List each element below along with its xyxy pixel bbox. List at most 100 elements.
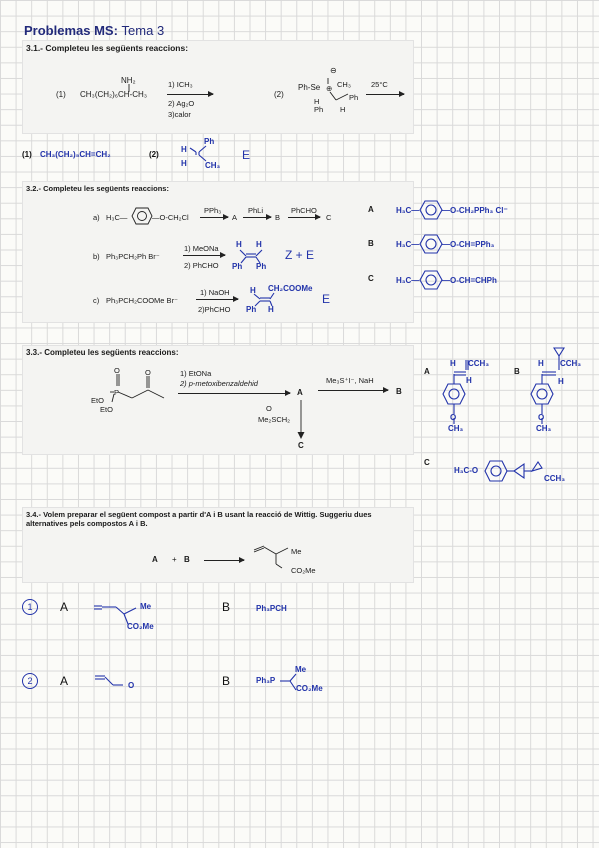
reaction-c-isomer: E [322, 292, 331, 306]
alternative-2-A-structure [95, 675, 123, 686]
reaction-2-arrow [366, 91, 405, 97]
reaction-2-phse: Ph-Se [298, 83, 321, 92]
phosphonate-o-1: O [114, 366, 120, 375]
alternative-2-A-o: O [128, 681, 135, 690]
answer-32-A-benzene [419, 200, 443, 220]
product-co2me: CO₂Me [291, 566, 316, 575]
reaction-c-ch2coome: CH₂COOMe [268, 284, 313, 293]
reaction-33-C: C [298, 441, 304, 450]
answer-2-ch3: CH₃ [205, 161, 221, 170]
answer-32-B-right: —O-CH=PPh₃ [442, 240, 495, 249]
section-3-3-box [22, 345, 414, 455]
reaction-33-step-2: 2) p-metoxibenzaldehid [180, 379, 258, 388]
product-diene [253, 545, 289, 569]
answer-32-B-left: H₃C— [396, 240, 420, 249]
answer-33-A-structure [442, 360, 469, 424]
answer-2-alkene [189, 145, 207, 162]
reaction-b-step-1: 1) MeONa [184, 244, 219, 253]
answer-32-A-left: H₃C— [396, 206, 420, 215]
answer-33-A-ch3: CH₃ [448, 424, 464, 433]
reaction-b-ph-2: Ph [256, 262, 267, 271]
reaction-2-plus: ⊕ [326, 84, 333, 93]
page-title: Problemas MS: Tema 3 [24, 23, 164, 38]
reaction-1-substrate: CH₃(CH₂)₆CH-CH₃ [80, 90, 148, 99]
answer-32-B-benzene [419, 234, 443, 254]
reaction-2-skeleton [327, 78, 349, 101]
answer-1-label: (1) [22, 150, 32, 159]
alternative-2-B-value: Ph₃P [256, 676, 276, 685]
reaction-2-o-minus: ⊖ [330, 66, 337, 75]
section-3-1-heading: 3.1.- Completeu les següents reaccions: [26, 43, 189, 53]
alternative-2-A-label: A [60, 674, 69, 688]
answer-33-A-h2: H [466, 376, 472, 385]
reaction-33-arrow [178, 390, 291, 396]
reaction-2-ph: Ph [349, 93, 359, 102]
reaction-33-down-arrow [297, 400, 305, 439]
product-me: Me [291, 547, 302, 556]
phosphonate-eto-2: EtO [100, 405, 113, 414]
section-3-1-box [22, 40, 414, 134]
reaction-c-step-2: 2)PhCHO [198, 305, 231, 314]
reaction-b-arrow [183, 252, 226, 258]
answer-2-label: (2) [149, 150, 159, 159]
answer-33-C-left: H₃C-O [454, 466, 479, 475]
reaction-2-h-bottom: H [340, 105, 346, 114]
reaction-33-A: A [297, 388, 303, 397]
reaction-2-h: H [314, 97, 320, 106]
ylide-reagent: Me₂SCH₂ [258, 415, 291, 424]
answer-33-A-label: A [424, 367, 430, 376]
answer-2-h-bottom: H [181, 159, 187, 168]
reaction-a-reagent-3: PhCHO [291, 206, 317, 215]
alternative-1-A-co2me: CO₂Me [127, 622, 154, 631]
reaction-a-label: a) [93, 213, 100, 222]
answer-33-B-label: B [514, 367, 520, 376]
reaction-b-substrate: Ph₃PCH₂Ph Br⁻ [106, 252, 160, 261]
answer-1: CH₃(CH₂)₅CH=CH₂ [40, 150, 111, 159]
eq-plus: + [172, 555, 177, 564]
section-3-4-box [22, 507, 414, 583]
reaction-2-condition: 25°C [371, 80, 388, 89]
phosphonate-p: P [114, 388, 120, 397]
reaction-a-C: C [326, 213, 332, 222]
answer-33-C-label: C [424, 458, 430, 467]
section-3-3-heading: 3.3.- Completeu les següents reaccions: [26, 348, 179, 357]
answer-32-A-label: A [368, 205, 374, 214]
answer-2-h-top: H [181, 145, 187, 154]
reaction-a-arrow-1 [200, 214, 229, 220]
alternative-1-A-me: Me [140, 602, 152, 611]
title-topic: Tema 3 [121, 23, 165, 38]
answer-33-A-o: O [450, 413, 457, 422]
eq-A: A [152, 555, 158, 564]
reaction-a-reagent-2: PhLi [248, 206, 264, 215]
reaction-a-left: H₃C— [106, 213, 128, 222]
reaction-a-right: —O-CH₂Cl [152, 213, 189, 222]
section-3-4-heading-1: 3.4.- Volem preparar el següent compost … [26, 510, 372, 519]
answer-33-A-h: H [450, 359, 456, 368]
reaction-a-B: B [275, 213, 281, 222]
reaction-1-step-2: 2) Ag₂O [168, 99, 195, 108]
reaction-b-h-2: H [256, 240, 262, 249]
phosphonate-eto-1: EtO [91, 396, 104, 405]
reaction-a-arrow-3 [288, 214, 321, 220]
alternative-2-B-label: B [222, 674, 231, 688]
reaction-b-label: b) [93, 252, 100, 261]
alternative-2-B-co2me: CO₂Me [296, 684, 323, 693]
section-3-2-heading: 3.2.- Completeu les següents reaccions: [26, 184, 169, 193]
reaction-b-h-1: H [236, 240, 242, 249]
answer-33-B-ch3: CH₃ [536, 424, 552, 433]
reaction-33-arrow-2 [318, 387, 389, 393]
reaction-1-step-3: 3)calor [168, 110, 191, 119]
reaction-33-reagent: Me₃S⁺I⁻, NaH [326, 376, 374, 385]
reaction-1-step-1: 1) ICH₃ [168, 80, 193, 89]
answer-32-A-right: —O-CH₂PPh₃ Cl⁻ [442, 206, 508, 215]
reaction-1-arrow [167, 91, 214, 97]
reaction-a-reagent-1: PPh₃ [204, 206, 222, 215]
alternative-2-number: 2 [22, 673, 38, 689]
answer-33-B-structure [530, 347, 565, 424]
alternative-1-A-label: A [60, 600, 69, 614]
reaction-c-substrate: Ph₃PCH₂COOMe Br⁻ [106, 296, 179, 305]
reaction-c-h-bottom: H [268, 305, 274, 314]
alternative-1-number: 1 [22, 599, 38, 615]
answer-33-B-cch3: CCH₃ [560, 359, 582, 368]
reaction-2-ch3: CH₃ [337, 80, 351, 89]
